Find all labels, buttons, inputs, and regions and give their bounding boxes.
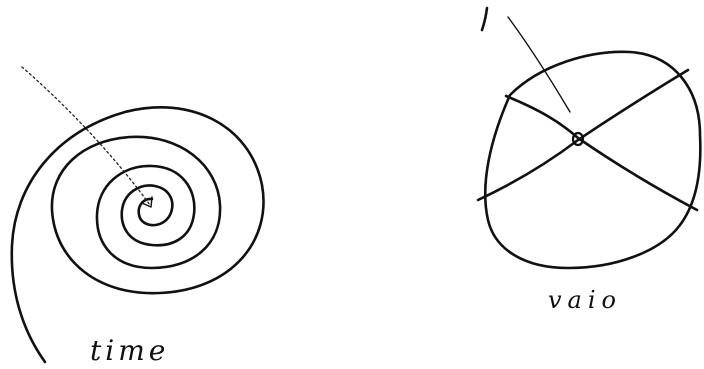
loop-outline [485, 52, 700, 268]
cross-line-1 [506, 96, 697, 210]
pointer-mark [482, 8, 487, 30]
label-vaio-text: vaio [548, 286, 622, 314]
label-vaio: vaio [548, 286, 622, 314]
spiral-curve [12, 107, 264, 362]
label-time-text: time [90, 334, 169, 367]
right-figure: vaio [478, 8, 700, 314]
label-time: time [90, 334, 169, 367]
left-figure: time [12, 67, 264, 367]
